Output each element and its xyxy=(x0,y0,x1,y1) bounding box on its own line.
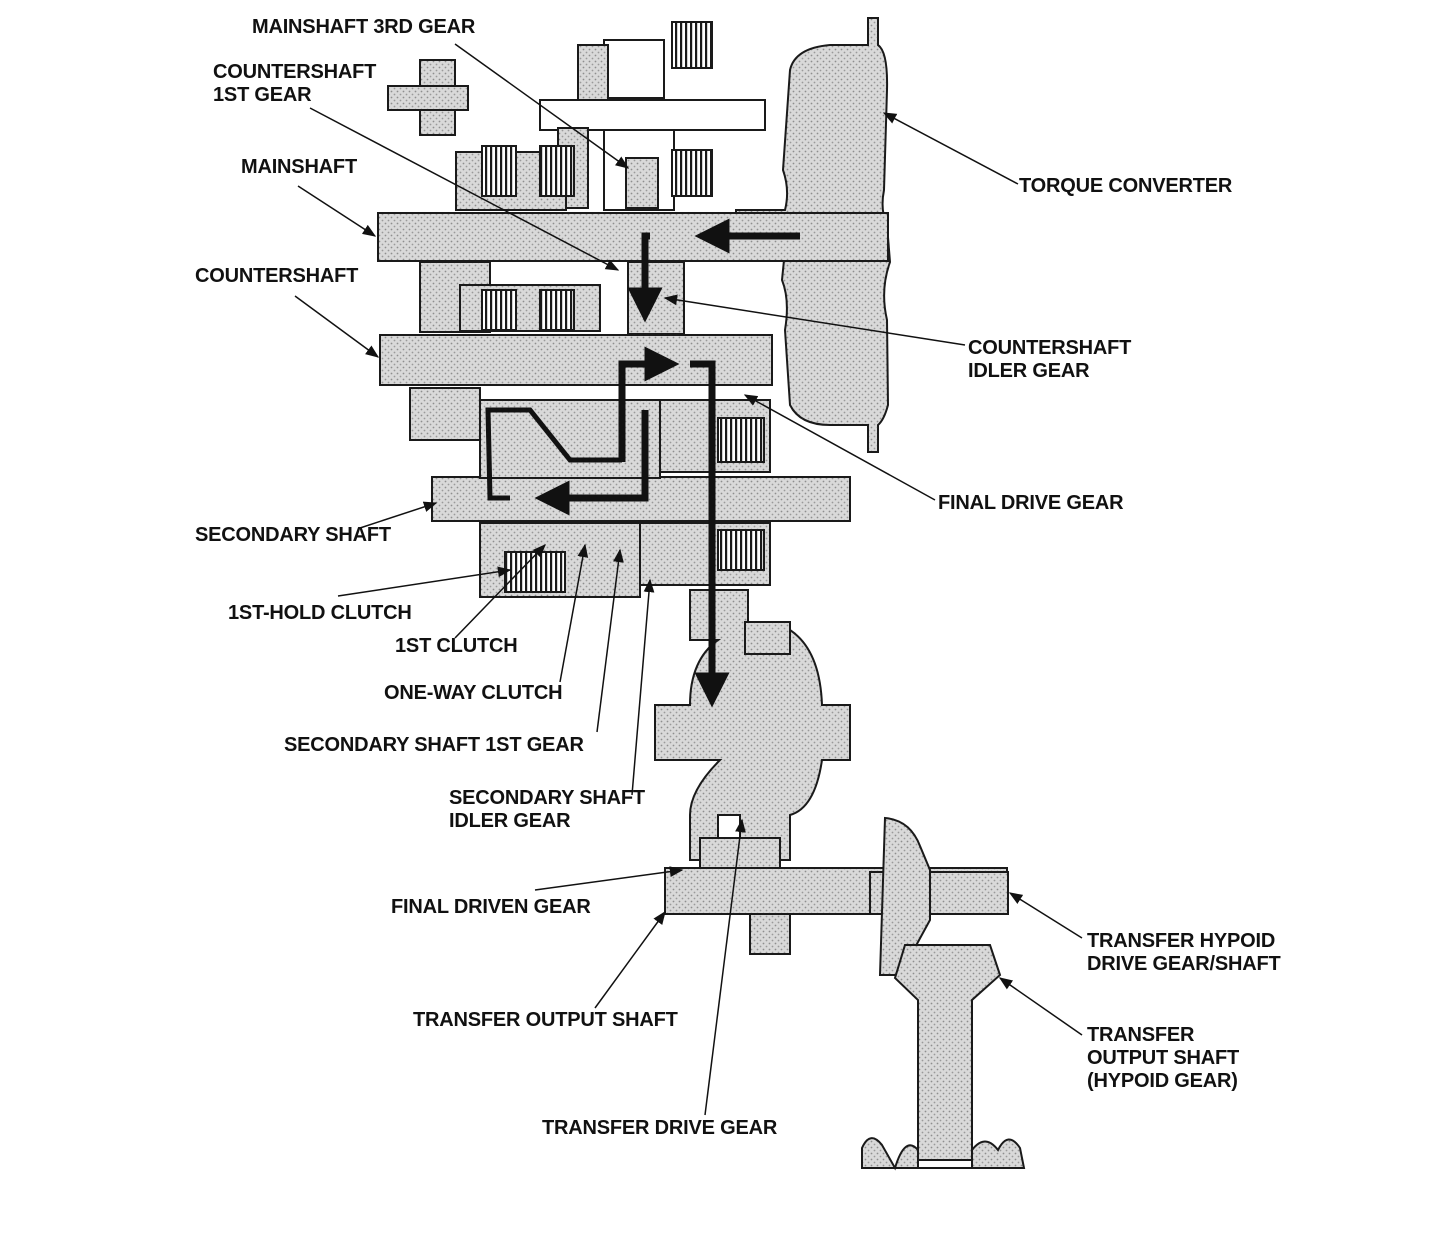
label-secondary-shaft-1st-gear: SECONDARY SHAFT 1ST GEAR xyxy=(284,734,584,756)
label-secondary-shaft: SECONDARY SHAFT xyxy=(195,524,391,546)
label-transfer-drive-gear: TRANSFER DRIVE GEAR xyxy=(542,1117,778,1139)
transfer-assembly xyxy=(664,816,1026,1171)
label-1st-clutch: 1ST CLUTCH xyxy=(395,635,518,657)
label-transfer-output-shaft-hypoid-gear: TRANSFER OUTPUT SHAFT (HYPOID GEAR) xyxy=(1087,1024,1240,1092)
label-mainshaft-3rd-gear: MAINSHAFT 3RD GEAR xyxy=(252,16,476,38)
label-1st-hold-clutch: 1ST-HOLD CLUTCH xyxy=(228,602,412,624)
leader-lines xyxy=(294,43,1083,1116)
label-transfer-hypoid-drive-gear-shaft: TRANSFER HYPOID DRIVE GEAR/SHAFT xyxy=(1087,930,1281,975)
label-mainshaft: MAINSHAFT xyxy=(241,156,357,178)
label-final-drive-gear: FINAL DRIVE GEAR xyxy=(938,492,1124,514)
power-flow-path xyxy=(485,218,800,708)
label-secondary-shaft-idler-gear: SECONDARY SHAFT IDLER GEAR xyxy=(449,787,645,832)
countershaft xyxy=(379,261,773,441)
label-countershaft-idler-gear: COUNTERSHAFT IDLER GEAR xyxy=(968,337,1132,382)
differential xyxy=(654,589,851,861)
label-countershaft-1st-gear: COUNTERSHAFT 1ST GEAR xyxy=(213,61,377,106)
label-torque-converter: TORQUE CONVERTER xyxy=(1019,175,1233,197)
label-countershaft: COUNTERSHAFT xyxy=(195,265,359,287)
label-final-driven-gear: FINAL DRIVEN GEAR xyxy=(391,896,591,918)
label-one-way-clutch: ONE-WAY CLUTCH xyxy=(384,682,563,704)
mainshaft xyxy=(377,21,889,262)
label-transfer-output-shaft: TRANSFER OUTPUT SHAFT xyxy=(413,1009,678,1031)
